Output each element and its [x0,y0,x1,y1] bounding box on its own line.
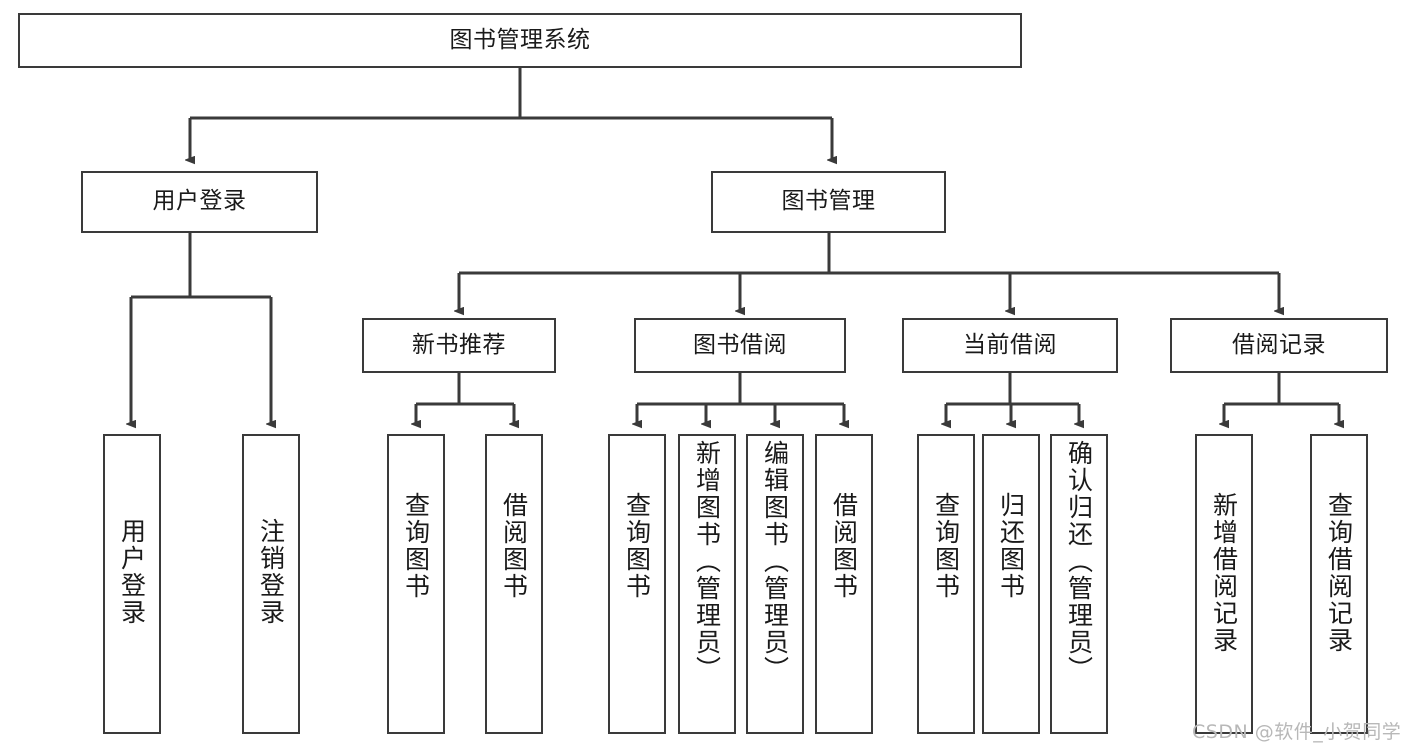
node-label: 用户登录 [152,188,247,215]
leaf-user-login[interactable]: 用户登录 [103,434,161,734]
node-label: 当前借阅 [963,331,1057,358]
node-label: 图书管理系统 [449,26,591,53]
leaf-add-borrow-record[interactable]: 新增借阅记录 [1195,434,1253,734]
node-book-borrow[interactable]: 图书借阅 [634,318,846,373]
node-label: 新书推荐 [412,331,506,358]
node-label: 新增借阅记录 [1209,492,1239,654]
node-label: 查询图书 [931,492,961,600]
node-label: 借阅图书 [499,492,529,600]
leaf-query-book-3[interactable]: 查询图书 [917,434,975,734]
leaf-query-book-1[interactable]: 查询图书 [387,434,445,734]
node-label: 查询图书 [401,492,431,600]
node-label: 图书借阅 [693,331,787,358]
leaf-borrow-book-2[interactable]: 借阅图书 [815,434,873,734]
node-label: 注销登录 [256,518,286,626]
leaf-return-book[interactable]: 归还图书 [982,434,1040,734]
leaf-add-book-admin[interactable]: 新增图书（管理员） [678,434,736,734]
node-user-login[interactable]: 用户登录 [81,171,318,233]
leaf-query-book-2[interactable]: 查询图书 [608,434,666,734]
node-borrow-record[interactable]: 借阅记录 [1170,318,1388,373]
leaf-edit-book-admin[interactable]: 编辑图书（管理员） [746,434,804,734]
node-label: 用户登录 [117,518,147,626]
node-label: 查询借阅记录 [1324,492,1354,654]
node-label: 归还图书 [996,492,1026,600]
leaf-borrow-book-1[interactable]: 借阅图书 [485,434,543,734]
node-label: 查询图书 [622,492,652,600]
node-root-system[interactable]: 图书管理系统 [18,13,1022,68]
node-label: 编辑图书（管理员） [760,440,790,683]
node-label: 借阅图书 [829,492,859,600]
node-label: 确认归还（管理员） [1064,440,1094,683]
node-book-management[interactable]: 图书管理 [711,171,946,233]
node-current-borrow[interactable]: 当前借阅 [902,318,1118,373]
leaf-confirm-return-admin[interactable]: 确认归还（管理员） [1050,434,1108,734]
leaf-logout[interactable]: 注销登录 [242,434,300,734]
watermark: CSDN @软件_小贺同学 [1192,721,1402,743]
leaf-query-borrow-record[interactable]: 查询借阅记录 [1310,434,1368,734]
node-new-book-recommend[interactable]: 新书推荐 [362,318,556,373]
node-label: 图书管理 [781,188,876,215]
node-label: 借阅记录 [1232,331,1326,358]
node-label: 新增图书（管理员） [692,440,722,683]
